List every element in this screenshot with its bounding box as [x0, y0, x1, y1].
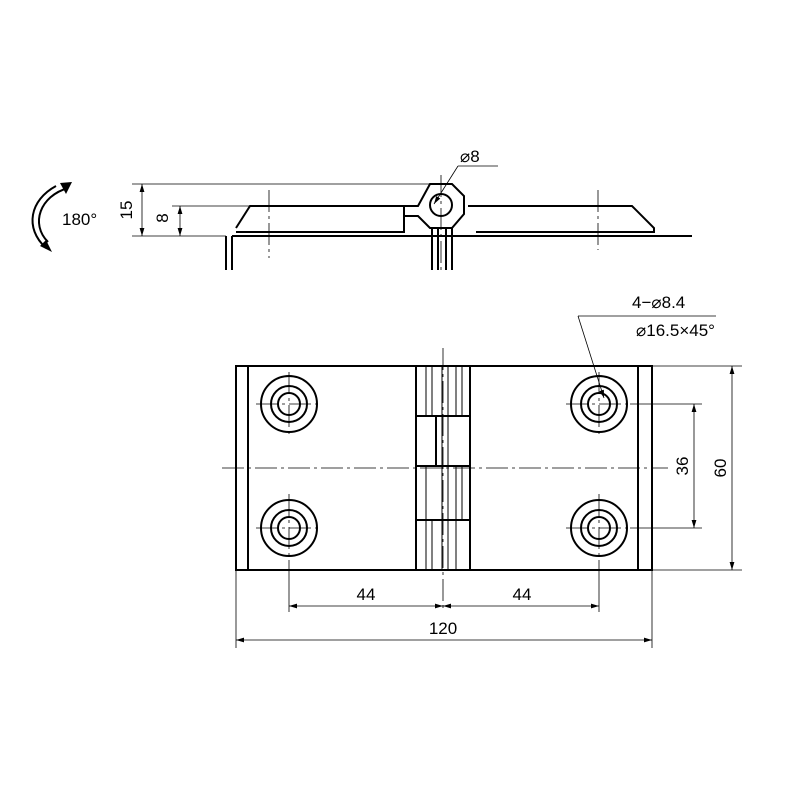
overall-width-dimension-120: 120	[429, 619, 457, 638]
mounting-hole-bottom-left	[256, 494, 322, 560]
knuckle-segments	[415, 365, 471, 571]
side-view: 180° 15 8 ⌀8	[31, 147, 692, 270]
knuckle	[404, 183, 465, 229]
countersink-callout: ⌀16.5×45°	[636, 321, 715, 340]
hole-spacing-dimension-36: 36	[673, 457, 692, 476]
rotation-label: 180°	[62, 210, 97, 229]
holes-callout: 4−⌀8.4	[632, 293, 685, 312]
hole-offset-right-dimension-44: 44	[513, 585, 532, 604]
mounting-hole-bottom-right	[566, 494, 632, 560]
height-dimension-15: 15	[117, 201, 136, 220]
pin-diameter-label: ⌀8	[460, 147, 480, 166]
hole-offset-left-dimension-44: 44	[357, 585, 376, 604]
left-leaf-plate	[235, 205, 405, 233]
mounting-hole-top-left	[256, 372, 322, 438]
overall-height-dimension-60: 60	[711, 459, 730, 478]
rotation-arrow-icon	[31, 182, 72, 252]
pin-legs	[431, 228, 453, 270]
mounting-hole-top-right	[566, 372, 632, 438]
offset-dimension-8: 8	[153, 213, 172, 222]
right-leaf-plate	[468, 205, 655, 233]
plan-view: 4−⌀8.4 ⌀16.5×45° 36 60 44 44 120	[222, 293, 742, 648]
